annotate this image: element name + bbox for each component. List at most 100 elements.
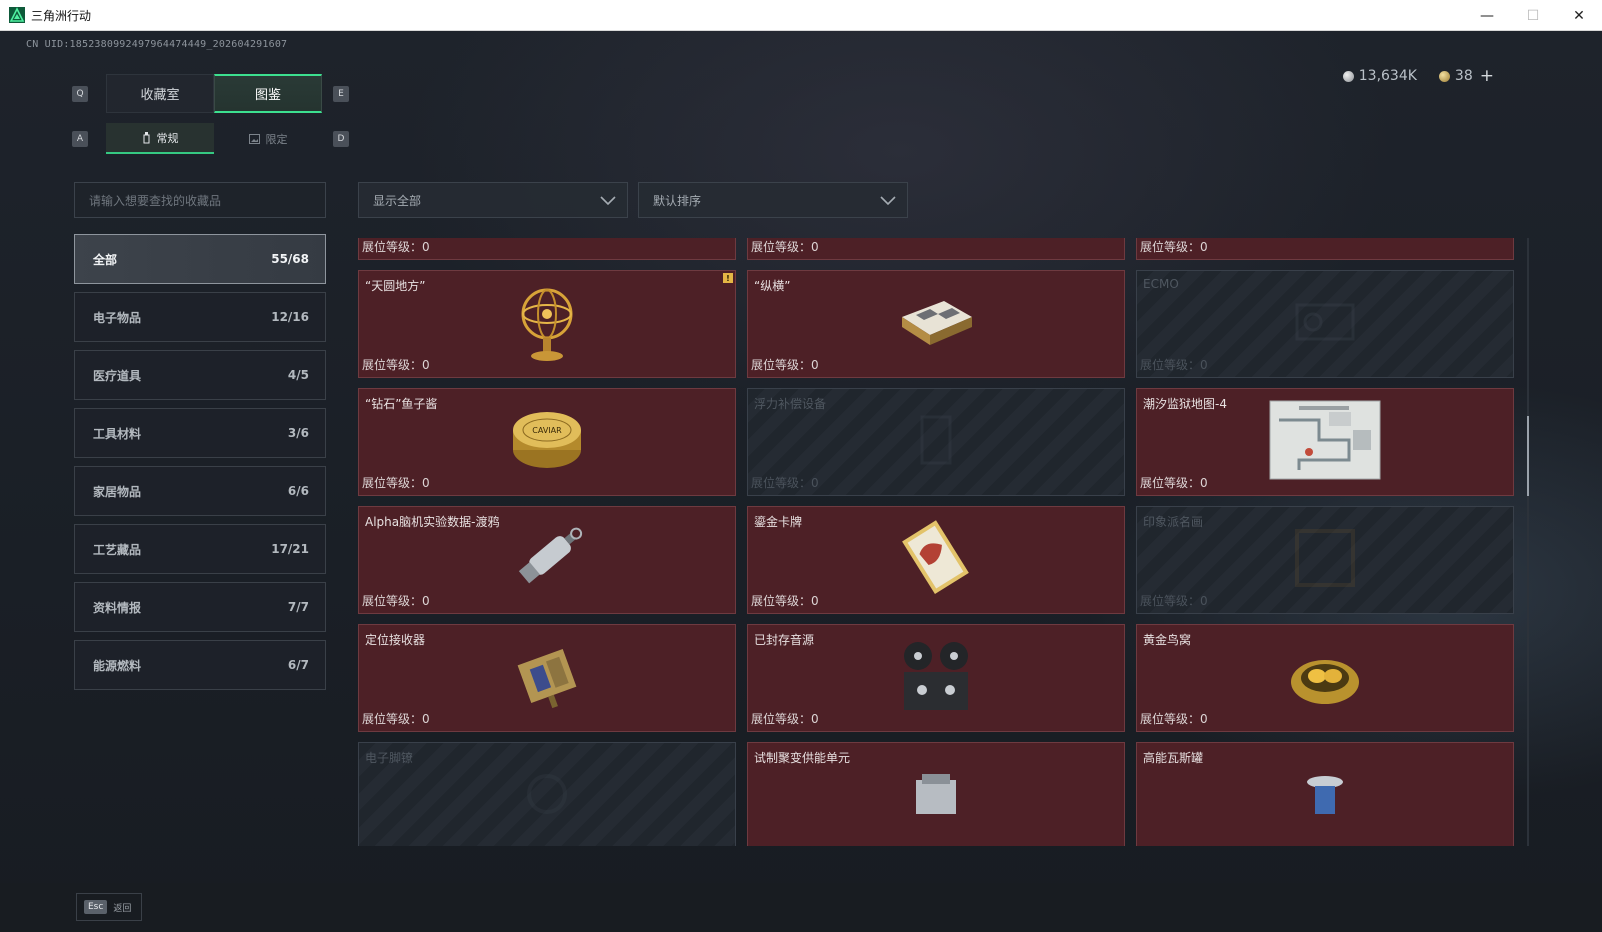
category-count: 7/7 — [287, 600, 309, 614]
currency-display: 13,634K 38 + — [1342, 66, 1494, 86]
item-level-label: 展位等级： — [362, 476, 423, 490]
collection-card[interactable]: 展位等级：0 — [747, 238, 1125, 260]
back-label: 返回 — [113, 903, 132, 914]
collection-card[interactable]: 试制聚变供能单元 — [747, 742, 1125, 846]
item-level-label: 展位等级： — [1140, 476, 1201, 490]
tab-collection-room[interactable]: 收藏室 — [106, 74, 214, 113]
collection-card[interactable]: 高能瓦斯罐 — [1136, 742, 1514, 846]
tab-limited-label: 限定 — [265, 132, 288, 146]
item-level-label: 展位等级： — [1140, 594, 1201, 608]
game-viewport: CN UID:1852380992497964474449_2026042916… — [0, 31, 1602, 932]
display-filter-dropdown[interactable]: 显示全部 — [358, 182, 628, 218]
item-level-value: 0 — [422, 594, 430, 608]
item-image — [507, 518, 587, 602]
item-level: 展位等级：0 — [1140, 710, 1208, 727]
item-level: 展位等级：0 — [1140, 356, 1208, 373]
tab-regular[interactable]: 常规 — [106, 123, 214, 154]
item-name: 浮力补偿设备 — [754, 397, 827, 411]
category-label: 全部 — [93, 252, 118, 267]
category-count: 4/5 — [287, 368, 309, 382]
collection-card[interactable]: 展位等级：0 — [1136, 238, 1514, 260]
next-subtab-key-hint[interactable]: D — [333, 131, 349, 147]
category-label: 家居物品 — [93, 484, 142, 499]
item-level: 展位等级：0 — [751, 710, 819, 727]
item-image — [906, 238, 966, 243]
category-item[interactable]: 资料情报 7/7 — [74, 582, 326, 632]
currency-silver: 13,634K — [1342, 68, 1417, 84]
tab-regular-label: 常规 — [156, 131, 179, 145]
item-name: “纵横” — [754, 279, 791, 293]
item-level: 展位等级：0 — [1140, 474, 1208, 491]
collection-card[interactable]: 印象派名画展位等级：0 — [1136, 506, 1514, 614]
collection-card[interactable]: ECMO 展位等级：0 — [1136, 270, 1514, 378]
item-level: 展位等级：0 — [751, 238, 819, 255]
item-level-label: 展位等级： — [751, 358, 812, 372]
search-placeholder: 请输入想要查找的收藏品 — [89, 193, 222, 208]
item-level-label: 展位等级： — [1140, 712, 1201, 726]
collection-card[interactable]: 鎏金卡牌展位等级：0 — [747, 506, 1125, 614]
add-currency-button[interactable]: + — [1479, 66, 1494, 86]
category-count: 12/16 — [271, 310, 309, 324]
minimize-button[interactable]: — — [1480, 7, 1494, 24]
grid-scrollbar[interactable] — [1527, 238, 1529, 846]
item-image — [1283, 638, 1367, 718]
bottom-bar: Esc 返回 — [0, 883, 1602, 932]
item-name: 黄金鸟窝 — [1143, 633, 1192, 647]
collection-card[interactable]: CAVIAR“钻石”鱼子酱展位等级：0 — [358, 388, 736, 496]
close-button[interactable]: ✕ — [1573, 7, 1585, 24]
item-level-label: 展位等级： — [751, 594, 812, 608]
item-image — [512, 280, 582, 368]
search-input[interactable]: 请输入想要查找的收藏品 — [74, 182, 326, 218]
chevron-down-icon — [600, 196, 616, 206]
tab-limited[interactable]: 限定 — [214, 123, 322, 154]
back-button[interactable]: Esc 返回 — [76, 893, 142, 921]
item-level: 展位等级：0 — [362, 474, 430, 491]
item-image — [1285, 523, 1365, 597]
item-name: Alpha脑机实验数据-渡鸦 — [365, 515, 500, 529]
collection-card[interactable]: “天圆地方”!展位等级：0 — [358, 270, 736, 378]
category-label: 资料情报 — [93, 600, 142, 615]
item-level: 展位等级：0 — [1140, 238, 1208, 255]
prev-subtab-key-hint[interactable]: A — [72, 131, 88, 147]
sort-value: 默认排序 — [653, 193, 702, 208]
scrollbar-thumb[interactable] — [1527, 416, 1529, 496]
item-name: ECMO — [1143, 277, 1179, 291]
category-item[interactable]: 全部 55/68 — [74, 234, 326, 284]
collection-card[interactable]: 电子脚镣 — [358, 742, 736, 846]
collection-card[interactable]: 展位等级：0 — [358, 238, 736, 260]
category-label: 医疗道具 — [93, 368, 142, 383]
prev-tab-key-hint[interactable]: Q — [72, 86, 88, 102]
item-name: 已封存音源 — [754, 633, 815, 647]
silver-coin-icon — [1342, 70, 1354, 82]
category-count: 55/68 — [271, 252, 309, 266]
collection-card[interactable]: 已封存音源展位等级：0 — [747, 624, 1125, 732]
category-item[interactable]: 医疗道具 4/5 — [74, 350, 326, 400]
currency-gold-value: 38 — [1454, 68, 1473, 84]
collection-card[interactable]: Alpha脑机实验数据-渡鸦展位等级：0 — [358, 506, 736, 614]
tab-codex[interactable]: 图鉴 — [214, 74, 322, 113]
collection-card[interactable]: 浮力补偿设备展位等级：0 — [747, 388, 1125, 496]
item-image — [1295, 238, 1355, 243]
item-level: 展位等级：0 — [751, 356, 819, 373]
item-name: 定位接收器 — [365, 633, 426, 647]
sort-dropdown[interactable]: 默认排序 — [638, 182, 908, 218]
caviar-label-text: CAVIAR — [532, 426, 562, 435]
category-label: 工具材料 — [93, 426, 142, 441]
collection-card[interactable]: 黄金鸟窝展位等级：0 — [1136, 624, 1514, 732]
display-filter-value: 显示全部 — [373, 193, 422, 208]
collection-card[interactable]: “纵横” 展位等级：0 — [747, 270, 1125, 378]
next-tab-key-hint[interactable]: E — [333, 86, 349, 102]
new-item-badge: ! — [723, 273, 733, 283]
collection-card[interactable]: 定位接收器展位等级：0 — [358, 624, 736, 732]
item-name: 印象派名画 — [1143, 515, 1204, 529]
main-tabs: 收藏室 图鉴 — [106, 74, 322, 113]
item-level: 展位等级：0 — [751, 474, 819, 491]
maximize-button[interactable]: ☐ — [1526, 7, 1540, 24]
